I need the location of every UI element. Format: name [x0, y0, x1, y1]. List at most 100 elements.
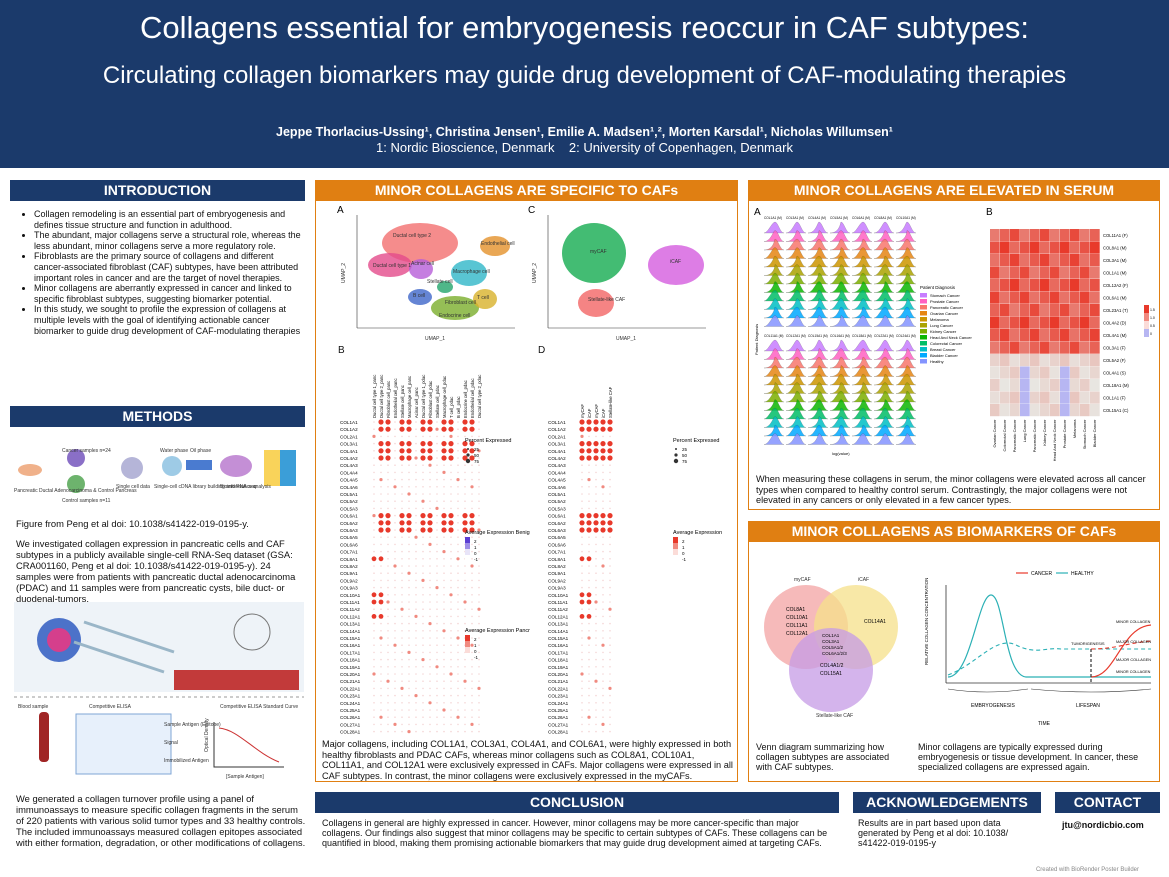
- dotplot-dot: [448, 527, 454, 533]
- dotplot-dot: [463, 600, 467, 604]
- legend-value: 1: [682, 545, 685, 550]
- dotplot-dot: [422, 478, 424, 481]
- dotplot-dot: [429, 687, 431, 690]
- dotplot-dot: [380, 471, 382, 474]
- dotplot-dot: [609, 709, 611, 711]
- dotplot-dot: [373, 421, 375, 423]
- dotplot-dot: [387, 572, 389, 574]
- heatmap-cell: [1040, 404, 1050, 417]
- heatmap-cell: [1060, 279, 1070, 292]
- dotplot-dot: [443, 637, 445, 639]
- dotplot-dot: [415, 478, 417, 481]
- dotplot-dot: [450, 709, 452, 711]
- dotplot-dot: [407, 650, 411, 654]
- gene-label: COL2A1: [340, 434, 358, 439]
- dotplot-dot: [422, 601, 424, 603]
- intro-bullet: Minor collagens are aberrantly expressed…: [34, 283, 302, 304]
- dotplot-dot: [478, 435, 480, 438]
- dotplot-dot: [586, 513, 592, 519]
- dotplot-dot: [429, 550, 431, 553]
- heatmap-cell: [1090, 266, 1100, 279]
- dotplot-dot: [450, 478, 452, 481]
- dotplot-dot: [471, 730, 473, 733]
- ridge-density: [895, 315, 917, 327]
- ridge-density: [895, 424, 917, 437]
- heatmap-cell: [1020, 329, 1030, 342]
- dotplot-dot: [429, 709, 431, 711]
- dotplot-dot: [415, 428, 417, 430]
- panel-letter-b: B: [338, 345, 345, 356]
- heatmap-cell: [1090, 254, 1100, 267]
- gene-label: COL23A1: [548, 694, 569, 699]
- heatmap-cell: [1020, 404, 1030, 417]
- series-label: MAJOR COLLAGEN: [1116, 640, 1151, 644]
- dotplot-dot: [450, 658, 452, 661]
- dotplot-dot: [420, 419, 426, 425]
- legend-value: 1: [474, 545, 477, 550]
- heatmap-cell: [1000, 341, 1010, 354]
- legend-healthy: HEALTHY: [1071, 571, 1094, 577]
- dotplot-dot: [462, 448, 468, 454]
- heatmap-cell: [1080, 404, 1090, 417]
- dotplot-dot: [457, 493, 459, 495]
- dotplot-dot: [373, 522, 375, 524]
- dotplot-dot: [464, 630, 466, 632]
- heatmap-col-label: Pancreatic Cancer: [1032, 419, 1037, 453]
- heatmap-cell: [1070, 379, 1080, 392]
- dotplot-dot: [471, 471, 473, 474]
- gene-label: COL6A3: [340, 528, 358, 533]
- ridge-density: [851, 306, 873, 319]
- dotplot-dot: [581, 608, 583, 610]
- dotplot-dot: [436, 435, 438, 438]
- ridge-density: [895, 255, 917, 268]
- contact-email[interactable]: jtu@nordicbio.com: [1062, 820, 1144, 830]
- legend-title: Percent Expressed: [465, 438, 511, 444]
- dotplot-dot: [471, 673, 473, 675]
- dotplot-dot: [464, 565, 466, 567]
- dotplot-dot: [457, 457, 459, 459]
- dotplot-dot: [581, 687, 583, 690]
- dotplot-dot: [371, 592, 377, 598]
- dotplot-dot: [450, 702, 452, 704]
- dotplot-dot: [408, 478, 410, 481]
- venn-gene: COL4A1/2: [820, 663, 844, 669]
- dotplot-dot: [464, 478, 466, 481]
- dotplot-dot: [588, 550, 590, 553]
- heatmap-cell: [1080, 241, 1090, 254]
- heatmap-cell: [990, 279, 1000, 292]
- ridge-density: [851, 416, 873, 428]
- dotplot-dot: [595, 471, 597, 474]
- section-contact: CONTACT: [1055, 792, 1160, 813]
- dotplot-dot: [415, 543, 417, 546]
- dotplot-dot: [401, 730, 403, 733]
- dotplot-dot: [478, 630, 480, 632]
- dotplot-dot: [394, 630, 396, 632]
- dotplot-dot: [394, 709, 396, 711]
- heatmap-row-label: COL8A1 (M): [1103, 246, 1127, 251]
- dotplot-dot: [450, 680, 452, 682]
- dotplot-dot: [373, 493, 375, 495]
- ridge-density: [873, 289, 895, 302]
- dotplot-dot: [415, 622, 417, 625]
- dotplot-dot: [422, 543, 424, 546]
- dotplot-dot: [588, 500, 590, 502]
- dotplot-dot: [436, 673, 438, 675]
- ridge-density: [807, 356, 829, 369]
- dotplot-dot: [406, 455, 412, 461]
- dotplot-dot: [378, 520, 384, 526]
- dotplot-dot: [429, 630, 431, 632]
- dotplot-dot: [408, 723, 410, 726]
- dotplot-dot: [609, 478, 611, 481]
- gene-label: COL4A1: [548, 449, 566, 454]
- heatmap-col-label: Bladder Cancer: [1092, 419, 1097, 447]
- heatmap-cell: [990, 291, 1000, 304]
- heatmap-cell: [1060, 241, 1070, 254]
- celltype-label: Ductal cell type 1_panc: [372, 375, 377, 418]
- dotplot-dot: [464, 507, 466, 510]
- dotplot-dot: [436, 651, 438, 654]
- dotplot-dot: [408, 687, 410, 690]
- dotplot-dot: [469, 419, 475, 425]
- dotplot-dot: [408, 507, 410, 510]
- dotplot-dot: [609, 730, 611, 733]
- gene-label: COL9A2: [548, 578, 566, 583]
